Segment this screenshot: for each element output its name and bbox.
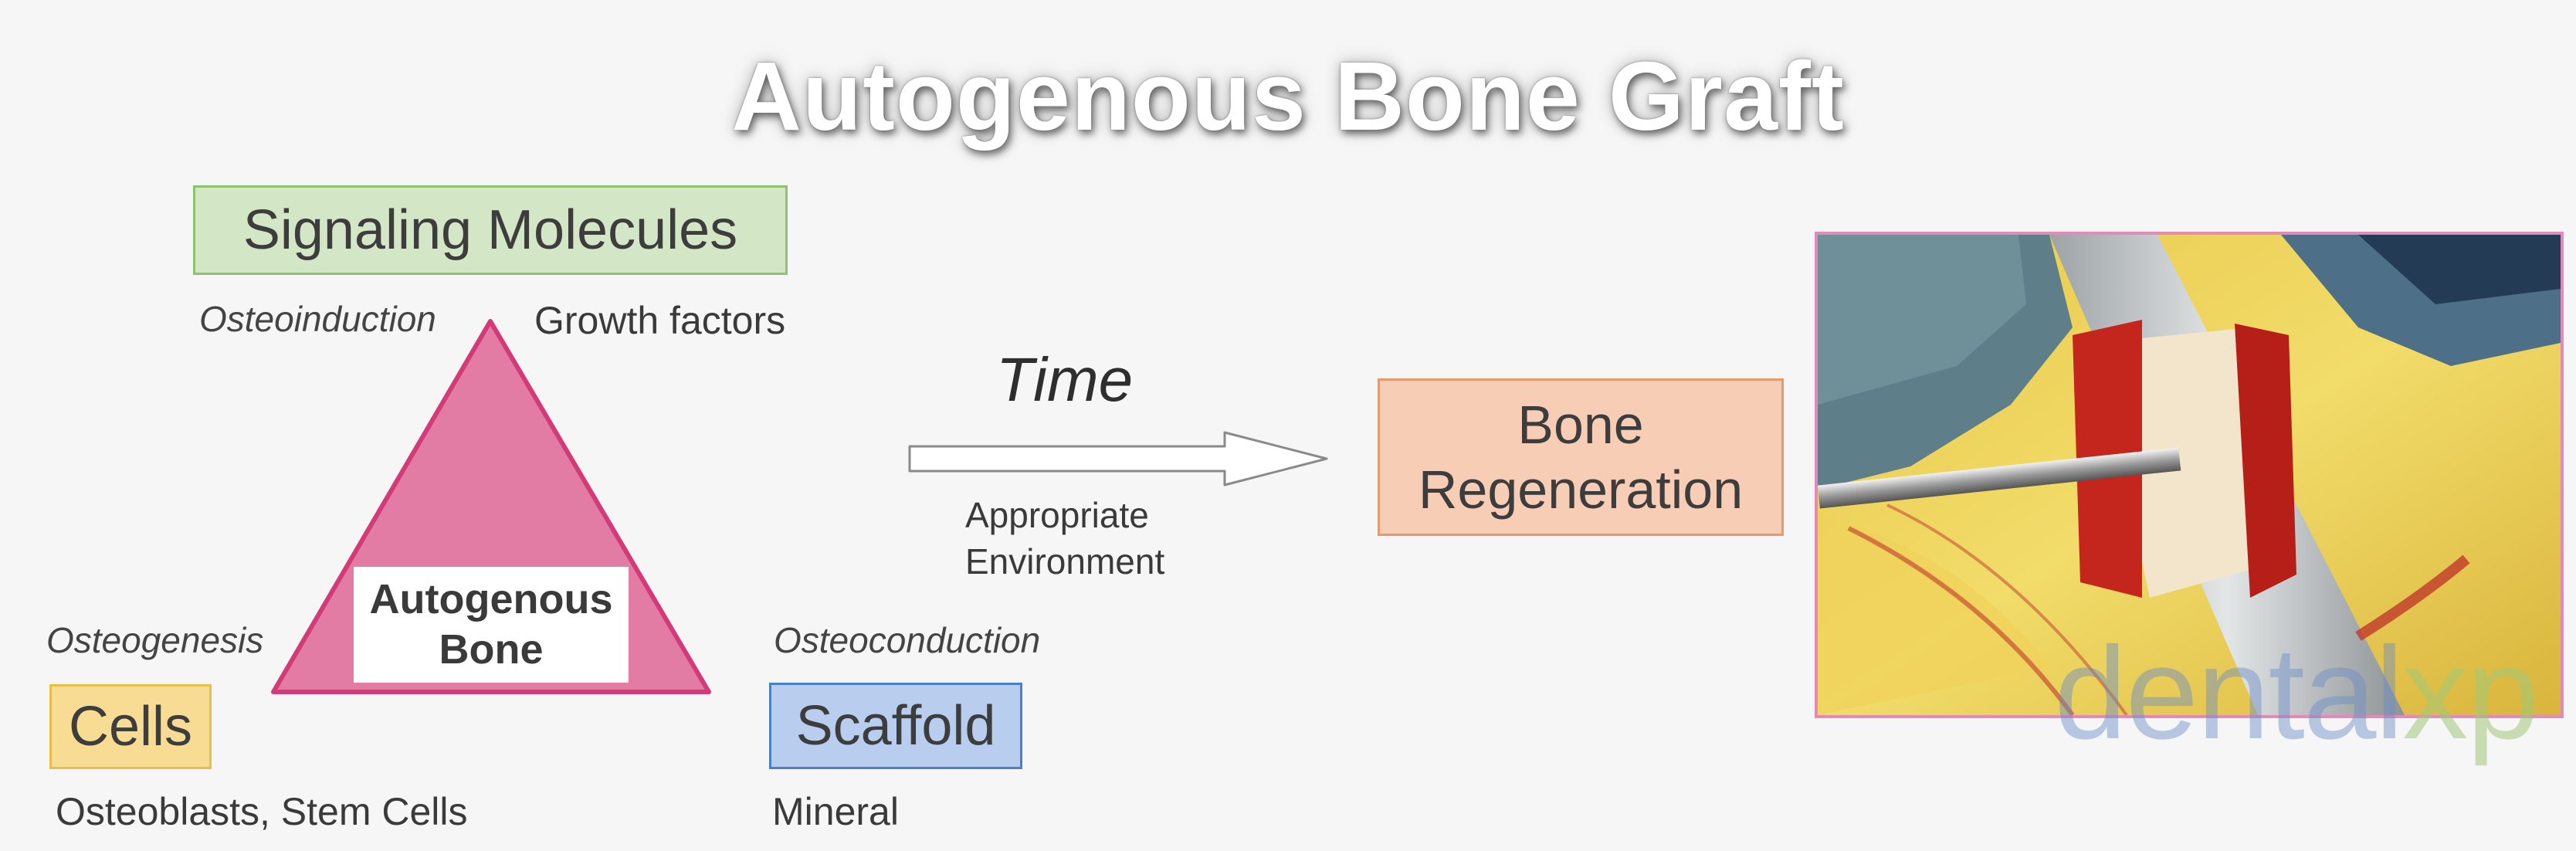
bone-graft-photo-illustration <box>1818 235 2561 715</box>
cells-box: Cells <box>49 684 212 769</box>
bone-regeneration-box: Bone Regeneration <box>1378 378 1784 536</box>
scaffold-box: Scaffold <box>769 683 1022 769</box>
osteoconduction-label: Osteoconduction <box>774 620 1041 660</box>
bone-regeneration-line1: Bone <box>1517 395 1644 455</box>
env-line2: Environment <box>965 541 1165 581</box>
autogenous-bone-line2: Bone <box>439 626 544 673</box>
signaling-molecules-box: Signaling Molecules <box>193 185 788 275</box>
watermark-part2: xp <box>2402 620 2540 767</box>
autogenous-bone-label: Autogenous Bone <box>354 567 629 683</box>
autogenous-bone-line1: Autogenous <box>369 576 613 623</box>
growth-factors-label: Growth factors <box>534 299 786 342</box>
osteogenesis-label: Osteogenesis <box>46 620 264 660</box>
env-line1: Appropriate <box>965 495 1149 535</box>
appropriate-environment-label: Appropriate Environment <box>965 493 1164 585</box>
time-label: Time <box>996 345 1134 414</box>
watermark-part1: dental <box>2054 620 2404 767</box>
osteoinduction-label: Osteoinduction <box>199 299 436 339</box>
slide-title: Autogenous Bone Graft <box>731 42 1845 151</box>
osteoblasts-stem-cells-label: Osteoblasts, Stem Cells <box>56 790 468 833</box>
surgical-photo <box>1815 232 2564 718</box>
mineral-label: Mineral <box>772 790 899 833</box>
time-arrow <box>908 431 1328 487</box>
bone-regeneration-line2: Regeneration <box>1418 459 1744 520</box>
dentalxp-watermark: dentalxp <box>2054 618 2540 769</box>
